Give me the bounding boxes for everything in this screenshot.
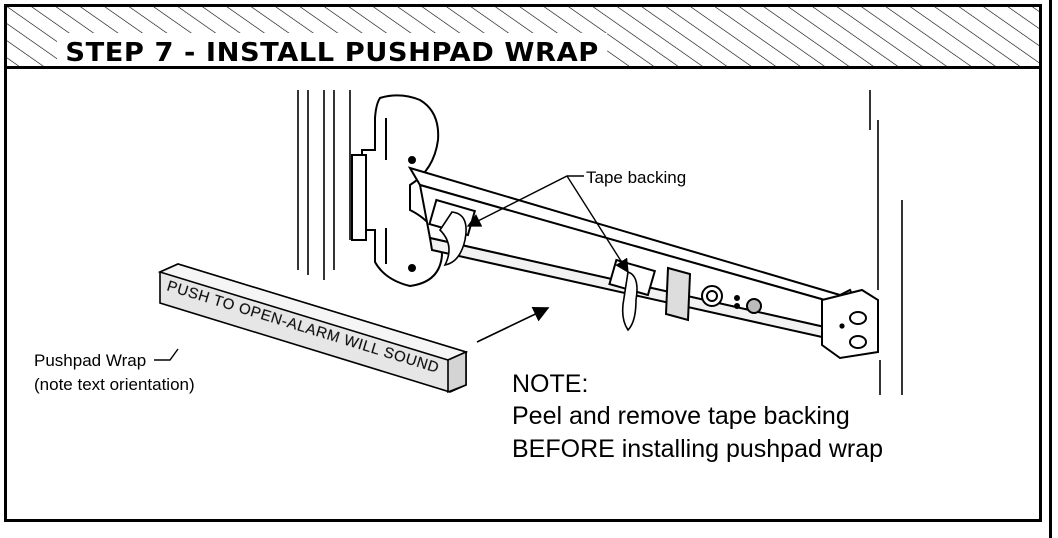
note-line-2: BEFORE installing pushpad wrap (512, 435, 883, 463)
push-bar (407, 166, 879, 360)
note-line-1: Peel and remove tape backing (512, 402, 850, 430)
tape-backing-leaders (466, 175, 629, 274)
door-frame (297, 90, 903, 395)
pushpad-wrap (157, 263, 469, 394)
note-heading: NOTE: (512, 370, 588, 398)
wrap-embossed-text: PUSH TO OPEN-ALARM WILL SOUND (165, 278, 441, 377)
header-band: STEP 7 - INSTALL PUSHPAD WRAP (7, 7, 1039, 69)
right-edge-rule (1049, 0, 1052, 538)
tape-curls (438, 211, 638, 332)
insertion-arrow (476, 307, 550, 343)
pushpad-wrap-note: (note text orientation) (34, 375, 195, 394)
tape-backing-label: Tape backing (586, 168, 686, 187)
pushpad-wrap-leader (154, 348, 179, 361)
pushpad-wrap-label: Pushpad Wrap (34, 351, 146, 370)
step-frame (4, 4, 1042, 522)
end-bracket (351, 94, 444, 288)
step-title: STEP 7 - INSTALL PUSHPAD WRAP (57, 33, 608, 66)
